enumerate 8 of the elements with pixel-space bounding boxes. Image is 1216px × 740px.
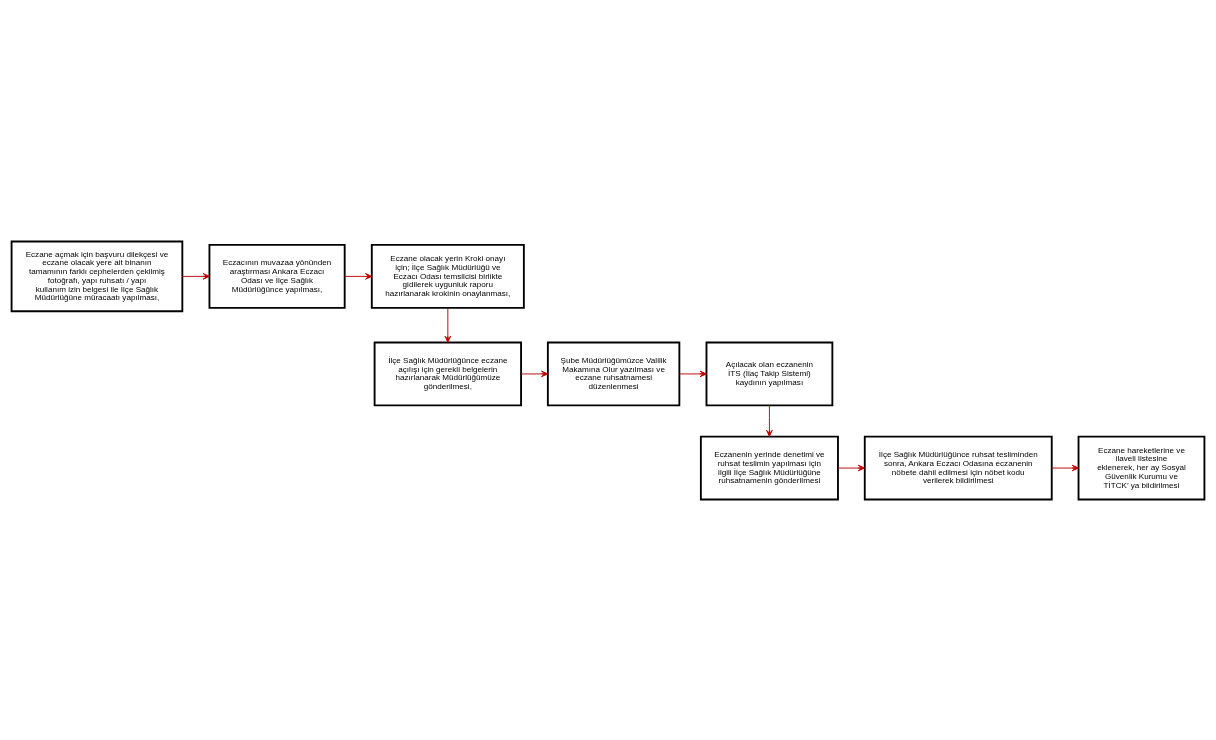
arrow [181, 272, 210, 280]
arrow [444, 307, 452, 343]
arrow [1051, 464, 1079, 471]
arrow [520, 370, 549, 377]
arrow [766, 404, 773, 437]
arrow [837, 464, 865, 471]
arrow [344, 272, 373, 280]
arrow [679, 370, 707, 377]
